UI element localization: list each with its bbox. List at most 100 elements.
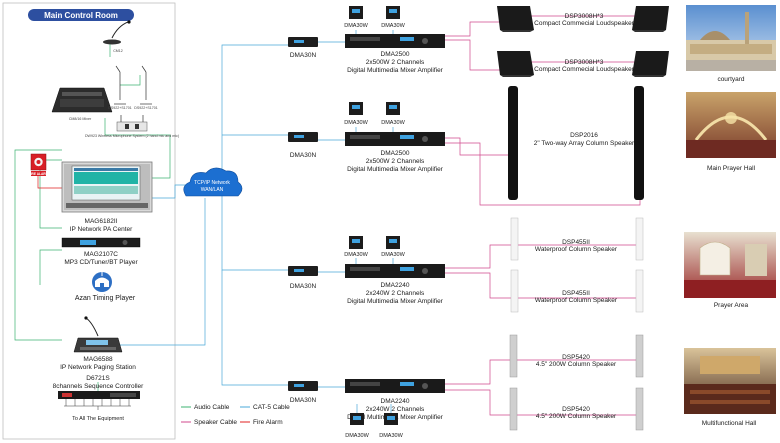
speaker-1-model: DSP3008H*3 (565, 13, 604, 20)
zone-4-panel-a-label: DMA30W (345, 433, 369, 439)
zone-1-panel-b-label: DMA30W (381, 23, 405, 29)
zone-1-amp-desc: Digital Multimedia Mixer Amplifier (347, 67, 444, 74)
zone-1-amp-spec: 2x500W 2 Channels (366, 59, 425, 66)
zone-3: DMA30N DMA30W DMA30W DMA2240 2x240W 2 Ch… (288, 236, 445, 305)
waterproof-column-1r (635, 217, 644, 261)
speaker-cables (445, 15, 641, 416)
column-speaker-1l (509, 334, 518, 378)
zone-4-panel-b-label: DMA30W (379, 433, 403, 439)
zone-1-amp-model: DMA2500 (381, 51, 410, 58)
network-line2: WAN/LAN (201, 187, 224, 193)
pa-center-model: MAG6182II (85, 218, 118, 225)
mp3-player-model: MAG2107C (84, 251, 118, 258)
speaker-4-desc: Waterproof Column Speaker (535, 246, 618, 253)
chairman-mic-label: CM12 (113, 49, 123, 53)
zone-3-panel-b-label: DMA30W (381, 252, 405, 258)
column-speaker-1r (635, 334, 644, 378)
chairman-mic (103, 20, 131, 45)
area-courtyard-label: courtyard (717, 76, 744, 83)
waterproof-column-1l (510, 217, 519, 261)
zone-3-amp-model: DMA2240 (381, 282, 410, 289)
zone-1: DMA30N DMA30W DMA30W DMA2500 2x500W 2 Ch… (288, 6, 445, 74)
speaker-7-desc: 4.5" 200W Column Speaker (536, 413, 617, 420)
sequence-controller (58, 391, 140, 399)
mic-stand-left (114, 65, 126, 105)
wireless-mic-label: DW923 Wireless Microphone System (2 hand… (85, 134, 179, 138)
prayer-area-photo (684, 232, 776, 298)
zone-2: DMA30N DMA30W DMA30W DMA2500 2x500W 2 Ch… (288, 102, 445, 173)
zone-2-amp-desc: Digital Multimedia Mixer Amplifier (347, 166, 444, 173)
azan-player-icon (92, 272, 112, 292)
zone-2-panel-b-label: DMA30W (381, 120, 405, 126)
zone-2-amp-spec: 2x500W 2 Channels (366, 158, 425, 165)
zone-3-amp-spec: 2x240W 2 Channels (366, 290, 425, 297)
waterproof-column-2r (635, 269, 644, 313)
mixer-label: CM8/16 Mixer (69, 117, 92, 121)
main-prayer-hall-photo (686, 92, 776, 158)
paging-station-model: MAG6588 (83, 356, 113, 363)
legend: Audio Cable CAT-5 Cable Speaker Cable Fi… (181, 404, 290, 426)
legend-fire-label: Fire Alarm (253, 419, 283, 426)
waterproof-column-2l (510, 269, 519, 313)
mic-stand-right-label: DS922+S1701 (134, 106, 157, 110)
mixer (51, 87, 113, 113)
zone-2-terminal-label: DMA30N (290, 152, 317, 159)
mic-stand-left-label: DS922+S1701 (108, 106, 131, 110)
courtyard-photo (686, 5, 776, 71)
legend-cat5-label: CAT-5 Cable (253, 404, 290, 411)
speaker-2-model: DSP3008H*3 (565, 59, 604, 66)
speaker-3-desc: 2" Two-way Array Column Speaker (534, 140, 635, 147)
mp3-player (61, 237, 141, 248)
speaker-7-model: DSP5420 (562, 406, 590, 413)
pa-center-name: IP Network PA Center (70, 226, 133, 233)
zone-2-panel-a-label: DMA30W (344, 120, 368, 126)
speaker-5-model: DSP455II (562, 290, 590, 297)
zone-4-amp-spec: 2x240W 2 Channels (366, 406, 425, 413)
paging-station (73, 316, 123, 353)
array-column-speaker-l (508, 86, 518, 200)
compact-loudspeaker-1r (632, 6, 669, 32)
column-speaker-2l (509, 387, 518, 431)
zone-2-amp-model: DMA2500 (381, 150, 410, 157)
array-column-speaker-r (634, 86, 644, 200)
fire-alarm-label: FIRE ALARM (29, 172, 49, 176)
legend-speaker-label: Speaker Cable (194, 419, 237, 426)
speaker-6-desc: 4.5" 200W Column Speaker (536, 361, 617, 368)
main-room-frame (2, 2, 176, 440)
zone-3-panel-a-label: DMA30W (344, 252, 368, 258)
zone-3-amp-desc: Digital Multimedia Mixer Amplifier (347, 298, 444, 305)
area-main-prayer-hall-label: Main Prayer Hall (707, 165, 756, 172)
paging-station-name: IP Network Paging Station (60, 364, 136, 371)
zone-1-panel-a-label: DMA30W (344, 23, 368, 29)
sequencer-model: D6721S (86, 375, 110, 382)
compact-loudspeaker-2r (632, 51, 669, 77)
zone-4-amp-model: DMA2240 (381, 398, 410, 405)
zone-4-terminal-label: DMA30N (290, 397, 317, 404)
zone-3-terminal-label: DMA30N (290, 283, 317, 290)
network-line1: TCP/IP Network (194, 180, 230, 186)
fire-alarm-panel (30, 153, 47, 176)
zone-4: DMA30N DMA2240 2x240W 2 Channels Digital… (288, 379, 445, 439)
network-cloud-icon (183, 167, 243, 197)
compact-loudspeaker-2l (497, 51, 534, 77)
mp3-player-name: MP3 CD/Tuner/BT Player (64, 259, 138, 266)
speaker-1-desc: Compact Commecial Loudspeaker (534, 20, 635, 27)
speaker-4-model: DSP455II (562, 239, 590, 246)
column-speaker-2r (635, 387, 644, 431)
pa-center-rack (61, 161, 153, 213)
sequencer-name: 8channels Sequence Controller (53, 383, 145, 390)
legend-audio-label: Audio Cable (194, 404, 230, 411)
main-room-title: Main Control Room (44, 11, 118, 20)
sequencer-outputs (64, 399, 131, 410)
azan-player-label: Azan Timing Player (75, 295, 136, 302)
audio-cables (14, 40, 171, 392)
speaker-2-desc: Compact Commecial Loudspeaker (534, 66, 635, 73)
mic-stand-right (140, 65, 152, 105)
speaker-6-model: DSP5420 (562, 354, 590, 361)
area-prayer-area-label: Prayer Area (714, 302, 749, 309)
cat5-cables (120, 30, 394, 413)
sequencer-note: To All The Equipment (72, 416, 124, 422)
main-room-title-badge (28, 9, 134, 21)
speaker-3-model: DSP2016 (570, 132, 598, 139)
fire-alarm-cable (37, 176, 62, 189)
